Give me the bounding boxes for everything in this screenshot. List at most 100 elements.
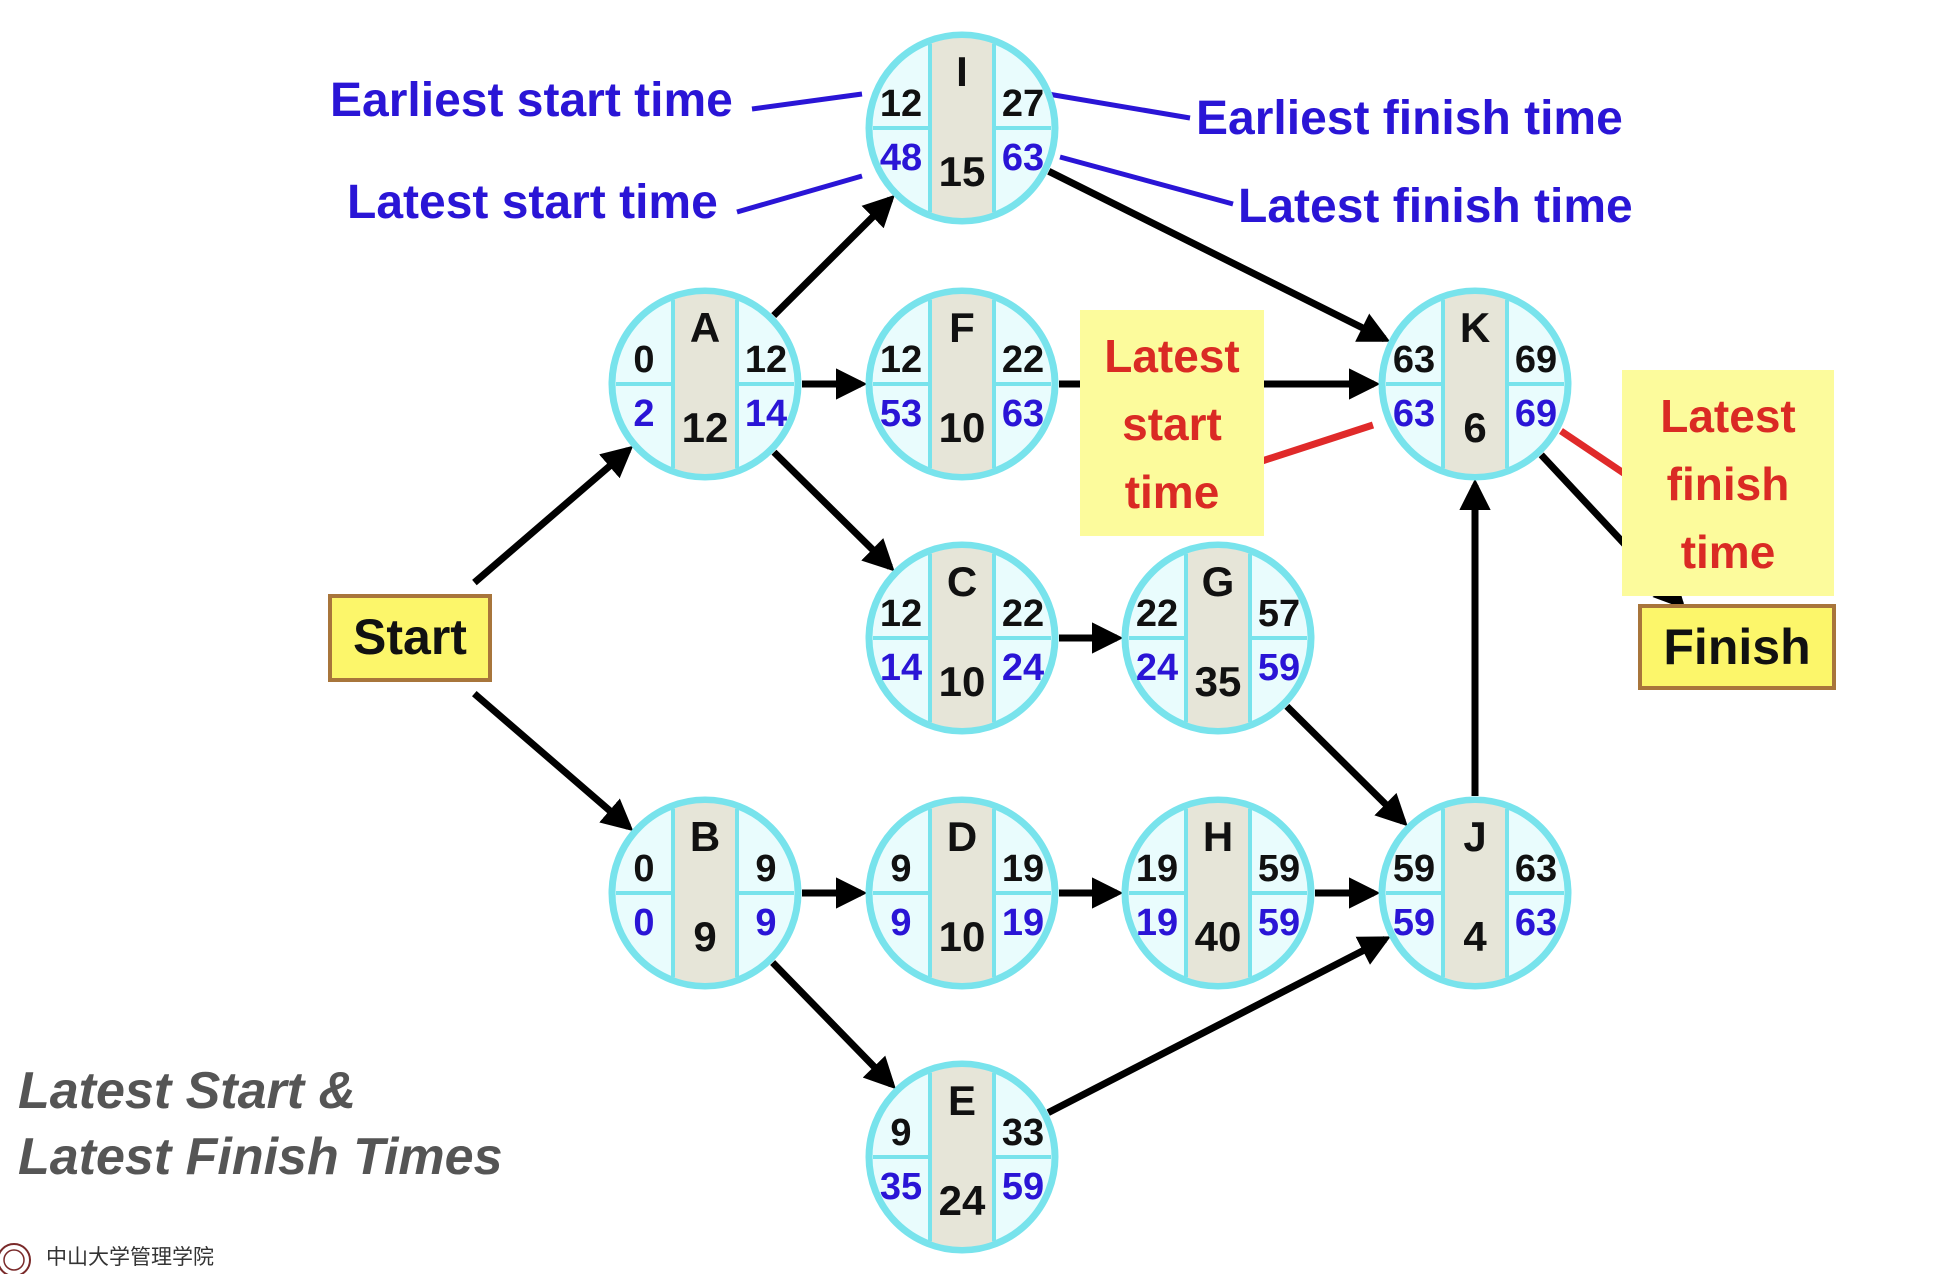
earliest-start-value: 63 <box>1393 339 1435 381</box>
activity-node-h: H 40 19 59 19 59 <box>1121 796 1315 990</box>
slide-title: Latest Start & Latest Finish Times <box>18 1058 503 1190</box>
earliest-start-value: 12 <box>880 593 922 635</box>
earliest-start-value: 22 <box>1136 593 1178 635</box>
activity-duration: 10 <box>939 404 986 451</box>
earliest-finish-value: 63 <box>1515 848 1557 890</box>
latest-finish-value: 59 <box>1002 1166 1044 1208</box>
earliest-start-value: 0 <box>633 339 654 381</box>
node-center-band <box>930 548 994 728</box>
earliest-finish-value: 19 <box>1002 848 1044 890</box>
activity-duration: 10 <box>939 913 986 960</box>
activity-duration: 12 <box>682 404 729 451</box>
activity-id: J <box>1463 813 1486 860</box>
earliest-start-value: 9 <box>890 848 911 890</box>
earliest-start-value: 12 <box>880 83 922 125</box>
latest-start-value: 24 <box>1136 647 1178 689</box>
node-center-band <box>930 1067 994 1247</box>
activity-id: B <box>690 813 720 860</box>
latest-finish-value: 69 <box>1515 393 1557 435</box>
finish-node: Finish <box>1638 604 1836 690</box>
title-line-1: Latest Start & <box>18 1062 357 1120</box>
note-line: Latest <box>1660 390 1795 442</box>
dependency-arrow <box>1047 168 1391 343</box>
latest-finish-value: 9 <box>755 902 776 944</box>
seal-icon <box>0 1243 31 1274</box>
latest-finish-callout: Latest finish time <box>1238 180 1633 233</box>
activity-duration: 9 <box>693 913 716 960</box>
start-node: Start <box>328 594 492 682</box>
note-line: start <box>1122 398 1222 450</box>
latest-start-value: 48 <box>880 137 922 179</box>
activity-id: A <box>690 304 720 351</box>
activity-duration: 15 <box>939 148 986 195</box>
node-center-band <box>1443 803 1507 983</box>
dependency-arrow <box>770 960 896 1090</box>
dependency-arrow <box>771 449 895 572</box>
finish-label: Finish <box>1663 619 1810 675</box>
activity-duration: 10 <box>939 658 986 705</box>
dependency-arrow <box>771 194 895 319</box>
earliest-start-value: 19 <box>1136 848 1178 890</box>
latest-start-value: 14 <box>880 647 922 689</box>
activity-id: D <box>947 813 977 860</box>
latest-finish-value: 14 <box>745 393 787 435</box>
title-line-2: Latest Finish Times <box>18 1128 503 1186</box>
activity-duration: 40 <box>1195 913 1242 960</box>
earliest-finish-value: 9 <box>755 848 776 890</box>
university-logo: 中山大学管理学院 <box>0 1238 214 1274</box>
dependency-arrow <box>1284 703 1408 827</box>
latest-finish-note: Latest finish time <box>1622 370 1834 596</box>
activity-duration: 6 <box>1463 404 1486 451</box>
earliest-start-value: 0 <box>633 848 654 890</box>
latest-finish-value: 59 <box>1258 647 1300 689</box>
activity-duration: 35 <box>1195 658 1242 705</box>
activity-id: H <box>1203 813 1233 860</box>
legend-callout-lines <box>736 91 1234 215</box>
node-center-band <box>930 38 994 218</box>
earliest-start-value: 9 <box>890 1112 911 1154</box>
latest-start-value: 53 <box>880 393 922 435</box>
activity-duration: 4 <box>1463 913 1487 960</box>
earliest-start-callout: Earliest start time <box>330 74 733 127</box>
note-line: finish <box>1667 458 1790 510</box>
latest-finish-value: 63 <box>1002 393 1044 435</box>
activity-node-g: G 35 22 57 24 59 <box>1121 541 1315 735</box>
latest-time-pointer-lines <box>1260 421 1627 477</box>
earliest-finish-value: 59 <box>1258 848 1300 890</box>
latest-start-value: 19 <box>1136 902 1178 944</box>
activity-id: G <box>1202 558 1235 605</box>
dependency-arrow <box>472 445 634 586</box>
latest-finish-value: 63 <box>1515 902 1557 944</box>
earliest-finish-value: 12 <box>745 339 787 381</box>
latest-finish-value: 59 <box>1258 902 1300 944</box>
node-center-band <box>673 803 737 983</box>
latest-start-value: 63 <box>1393 393 1435 435</box>
latest-finish-value: 19 <box>1002 902 1044 944</box>
dependency-arrow <box>1046 936 1391 1116</box>
dependency-arrow <box>472 690 634 832</box>
node-center-band <box>1186 548 1250 728</box>
earliest-finish-value: 22 <box>1002 593 1044 635</box>
activity-id: F <box>949 304 975 351</box>
activity-id: E <box>948 1077 976 1124</box>
earliest-start-value: 12 <box>880 339 922 381</box>
logo-text: 中山大学管理学院 <box>46 1245 214 1269</box>
note-line: time <box>1125 466 1220 518</box>
earliest-finish-value: 33 <box>1002 1112 1044 1154</box>
latest-start-callout: Latest start time <box>347 176 718 229</box>
note-line: Latest <box>1104 330 1239 382</box>
earliest-finish-value: 57 <box>1258 593 1300 635</box>
node-center-band <box>673 294 737 474</box>
latest-start-note: Latest start time <box>1080 310 1264 536</box>
